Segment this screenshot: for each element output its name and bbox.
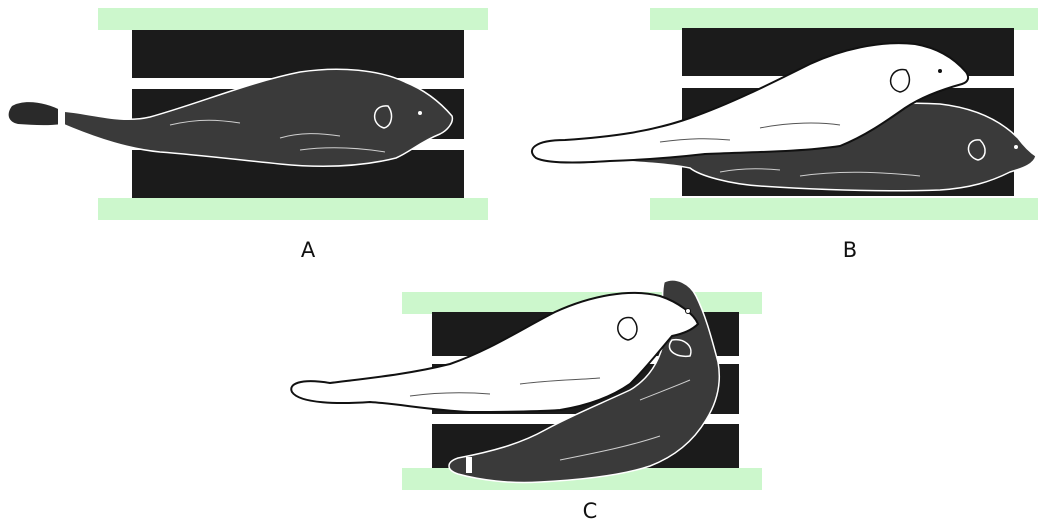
- panel-label-b: B: [830, 238, 870, 262]
- bottom-rail: [650, 198, 1038, 220]
- gap-bar: [132, 30, 464, 78]
- eye: [1014, 145, 1018, 149]
- panel-label-c: C: [570, 499, 610, 523]
- eye: [938, 69, 942, 73]
- top-rail: [650, 8, 1038, 30]
- panel-label-a: A: [288, 238, 328, 262]
- eye: [686, 309, 691, 314]
- eye: [418, 111, 422, 115]
- bottom-rail: [98, 198, 488, 220]
- panel-c: [291, 280, 762, 490]
- animal-body: [62, 69, 452, 166]
- panel-a: [9, 8, 488, 220]
- top-rail: [98, 8, 488, 30]
- animal-tail: [9, 102, 62, 125]
- tail-band: [58, 108, 65, 126]
- panel-b: [532, 8, 1038, 220]
- dark-animal: [9, 69, 453, 166]
- tail-band: [466, 457, 472, 473]
